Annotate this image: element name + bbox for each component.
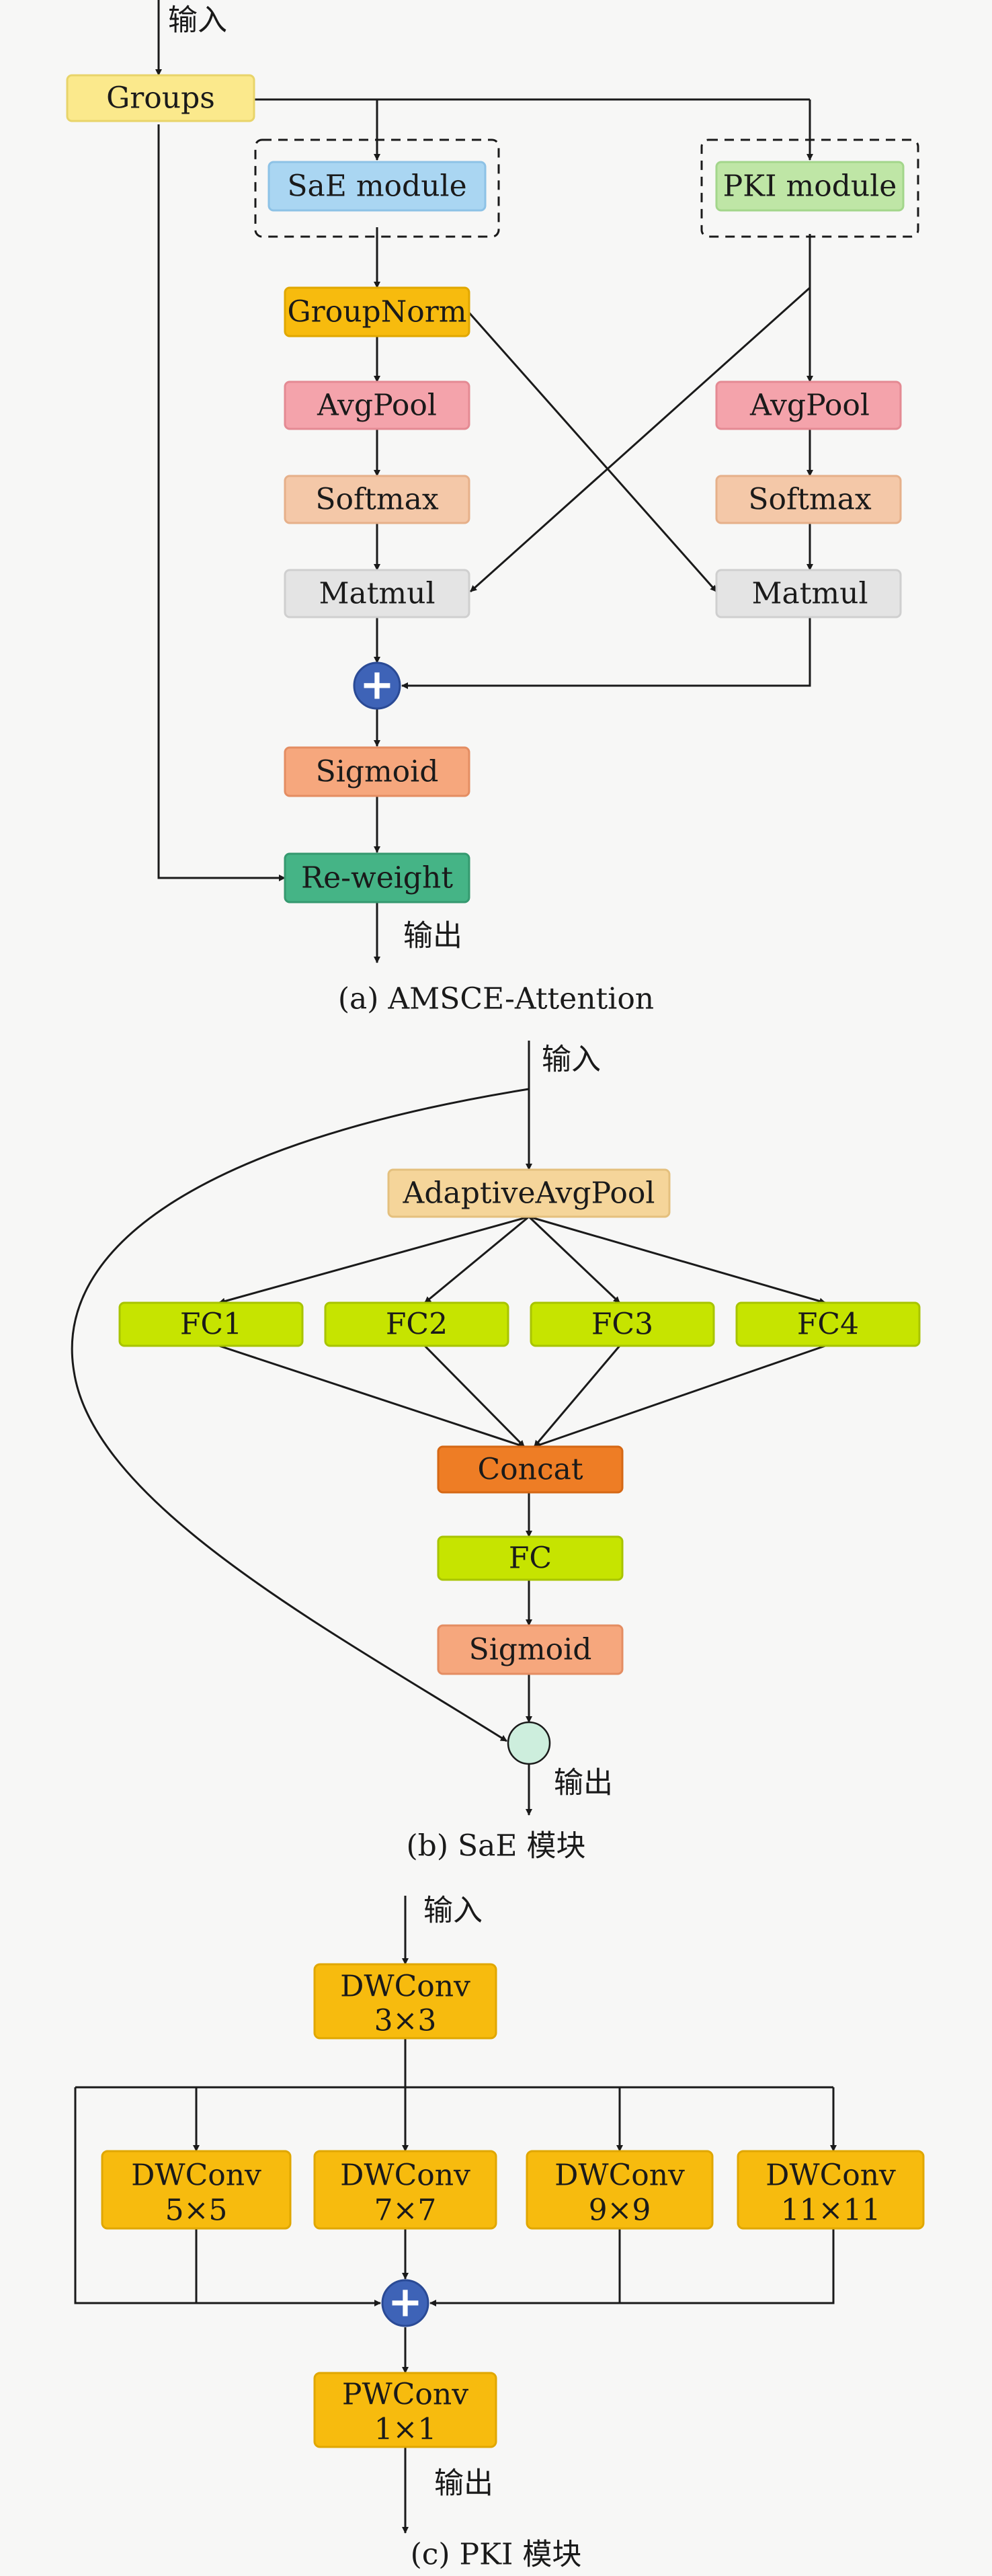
sigmoid-a-node (284, 746, 470, 797)
adaptive-avgpool-node (387, 1168, 671, 1218)
fc1-label: FC1 (180, 1307, 242, 1342)
multiply-operator-icon (507, 1721, 551, 1765)
panel-a-amsce-attention: Groups SaE module PKI module GroupNorm A… (66, 0, 919, 1016)
dwconv-7x7-node (313, 2150, 497, 2230)
pwconv-1x1-name: PWConv (342, 2378, 468, 2412)
output-label-b: 输出 (554, 1766, 613, 1800)
softmax-right-node (715, 475, 902, 524)
panel-b-sae-module: AdaptiveAvgPool FC1 FC2 FC3 FC4 Concat F… (71, 1041, 921, 1863)
concat-label: Concat (477, 1453, 583, 1487)
avgpool-right-label: AvgPool (749, 389, 870, 423)
fc2-label: FC2 (386, 1307, 448, 1342)
reweight-node (284, 852, 470, 903)
output-label-a: 输出 (403, 919, 462, 953)
groupnorm-node (284, 286, 470, 337)
concat-node (437, 1445, 624, 1494)
dwconv-3x3-name: DWConv (340, 1970, 470, 2004)
fc3-label: FC3 (591, 1307, 653, 1342)
sae-module-label: SaE module (287, 169, 466, 204)
avgpool-right-node (715, 380, 902, 430)
dwconv-11x11-size: 11×11 (781, 2193, 881, 2228)
groups-node (66, 74, 255, 122)
fc1-node (118, 1301, 304, 1347)
fc-node (437, 1535, 624, 1581)
groupnorm-label: GroupNorm (288, 295, 467, 329)
pki-module-node (715, 161, 905, 212)
sigmoid-b-label: Sigmoid (469, 1633, 592, 1667)
dwconv-9x9-node (526, 2150, 714, 2230)
dwconv-11x11-node (737, 2150, 925, 2230)
panel-c-pki-module: DWConv 3×3 DWConv 5×5 DWConv 7×7 DWConv … (74, 1894, 925, 2572)
avgpool-left-label: AvgPool (317, 389, 437, 423)
dwconv-5x5-name: DWConv (131, 2159, 261, 2193)
dwconv-5x5-node (101, 2150, 292, 2230)
caption-c: (c) PKI 模块 (411, 2538, 582, 2572)
dwconv-9x9-name: DWConv (554, 2159, 685, 2193)
dwconv-5x5-size: 5×5 (165, 2193, 228, 2228)
caption-a: (a) AMSCE-Attention (338, 982, 654, 1016)
fc2-node (324, 1301, 509, 1347)
fc-label: FC (509, 1541, 552, 1576)
matmul-right-node (715, 569, 902, 618)
softmax-right-label: Softmax (748, 483, 872, 517)
fc3-node (530, 1301, 715, 1347)
groups-label: Groups (106, 81, 215, 116)
pwconv-1x1-node (313, 2372, 497, 2448)
softmax-left-label: Softmax (315, 483, 439, 517)
input-label-b: 输入 (542, 1043, 601, 1077)
matmul-right-label: Matmul (751, 577, 868, 611)
add-operator-c-symbol: + (388, 2278, 423, 2327)
fc4-node (735, 1301, 921, 1347)
dwconv-7x7-size: 7×7 (374, 2193, 437, 2228)
matmul-left-label: Matmul (319, 577, 435, 611)
caption-b: (b) SaE 模块 (407, 1829, 586, 1863)
dwconv-9x9-size: 9×9 (589, 2193, 651, 2228)
input-label-c: 输入 (423, 1894, 483, 1928)
dwconv-3x3-size: 3×3 (374, 2004, 437, 2038)
pki-module-dashed-frame (700, 138, 919, 238)
input-label-a: 输入 (168, 3, 227, 38)
reweight-label: Re-weight (301, 861, 453, 895)
matmul-left-node (284, 569, 470, 618)
sigmoid-a-label: Sigmoid (316, 755, 439, 789)
adaptive-avgpool-label: AdaptiveAvgPool (403, 1176, 655, 1211)
dwconv-3x3-node (313, 1963, 497, 2040)
dwconv-11x11-name: DWConv (766, 2159, 896, 2193)
fc4-label: FC4 (797, 1307, 859, 1342)
softmax-left-node (284, 475, 470, 524)
pwconv-1x1-size: 1×1 (374, 2413, 437, 2447)
pki-module-label: PKI module (723, 169, 897, 204)
add-operator-symbol: + (360, 660, 395, 709)
sae-module-dashed-frame (254, 138, 500, 238)
sigmoid-b-node (437, 1624, 624, 1675)
output-label-c: 输出 (434, 2466, 493, 2501)
add-operator-c-icon (381, 2279, 429, 2327)
sae-module-node (267, 161, 487, 212)
dwconv-7x7-name: DWConv (340, 2159, 470, 2193)
avgpool-left-node (284, 380, 470, 430)
add-operator-icon (353, 661, 401, 710)
